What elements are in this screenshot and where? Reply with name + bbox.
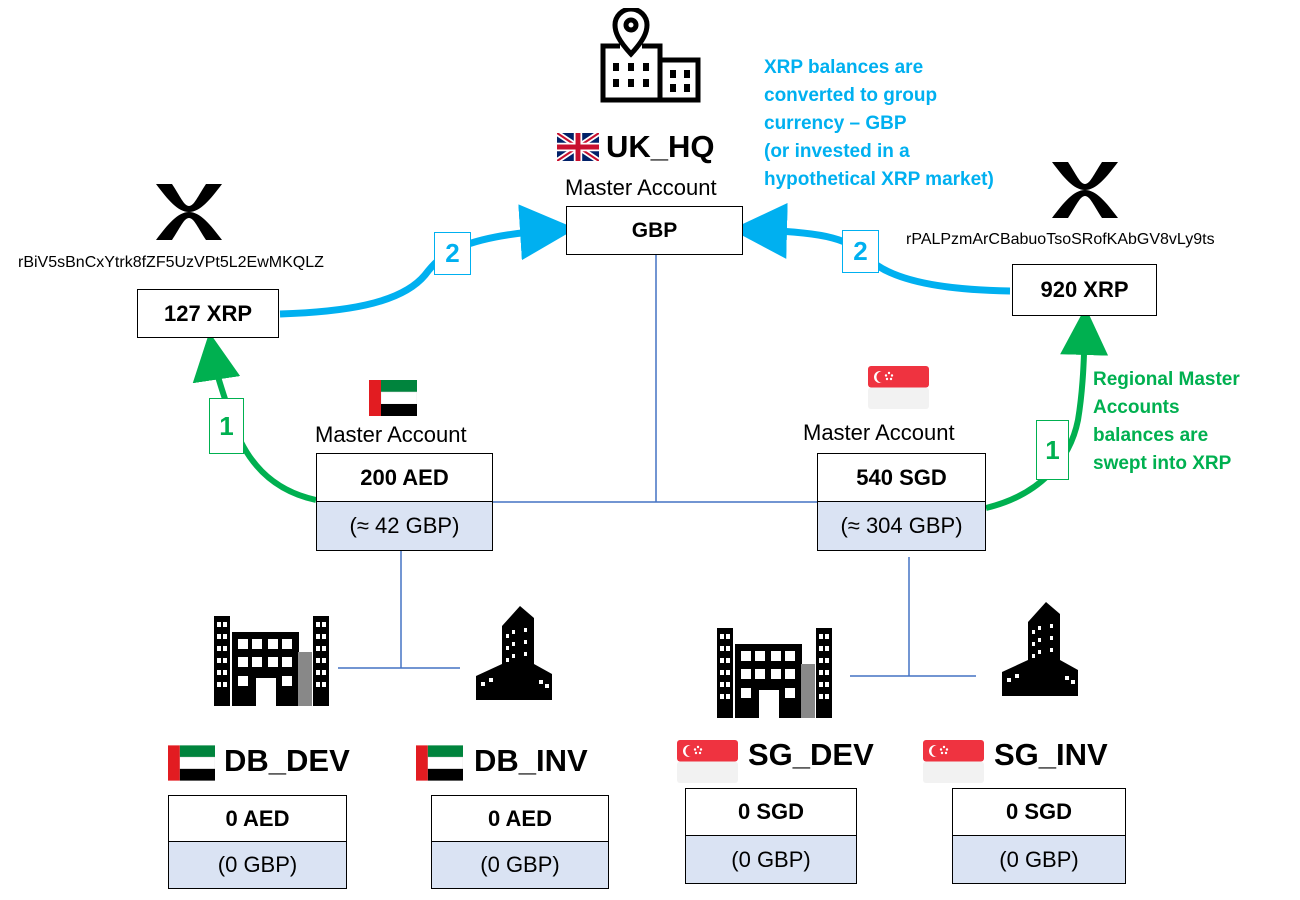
step-1-left-label: 1: [209, 398, 244, 454]
step-1-right-label: 1: [1036, 420, 1069, 480]
left-xrp-balance: 127 XRP: [137, 289, 279, 338]
uae-flag-icon: [369, 380, 417, 416]
uae-master-balance: 200 AED: [317, 454, 492, 502]
right-xrp-address: rPALPzmArCBabuoTsoSRofKAbGV8vLy9ts: [906, 231, 1215, 248]
uae-flag-icon: [416, 745, 463, 781]
sg-master-account-label: Master Account: [803, 420, 955, 445]
sweep-note: Regional Master Accounts balances are sw…: [1093, 369, 1240, 474]
hq-name: UK_HQ: [606, 129, 715, 164]
sg-master-gbp-value: (≈ 304 GBP): [818, 502, 985, 550]
hq-gbp-account: GBP: [566, 206, 743, 255]
db-inv-account: 0 AED (0 GBP): [431, 795, 609, 889]
skyscraper-icon: [1002, 602, 1078, 696]
office-building-icon: [214, 616, 329, 706]
singapore-flag-icon: [868, 366, 929, 409]
db-dev-account: 0 AED (0 GBP): [168, 795, 347, 889]
office-building-icon: [717, 628, 832, 718]
db-inv-balance: 0 AED: [432, 796, 608, 842]
sg-inv-name: SG_INV: [994, 737, 1108, 772]
uae-master-account-label: Master Account: [315, 422, 467, 447]
uae-master-gbp-value: (≈ 42 GBP): [317, 502, 492, 550]
uk-flag-icon: [557, 133, 599, 161]
uae-master-account: 200 AED (≈ 42 GBP): [316, 453, 493, 551]
singapore-flag-icon: [677, 740, 738, 783]
db-dev-name: DB_DEV: [224, 743, 350, 778]
xrp-logo-icon: [156, 184, 222, 240]
skyscraper-icon: [476, 606, 552, 700]
left-xrp-to-gbp-arrow: [279, 204, 576, 318]
sg-dev-account: 0 SGD (0 GBP): [685, 788, 857, 884]
sg-dev-gbp-value: (0 GBP): [686, 836, 856, 883]
sg-dev-balance: 0 SGD: [686, 789, 856, 836]
db-dev-balance: 0 AED: [169, 796, 346, 842]
sg-to-xrp-arrow: [985, 307, 1109, 511]
right-xrp-balance: 920 XRP: [1012, 264, 1157, 316]
hq-master-account-label: Master Account: [565, 175, 717, 200]
sg-inv-account: 0 SGD (0 GBP): [952, 788, 1126, 884]
sg-inv-gbp-value: (0 GBP): [953, 836, 1125, 883]
left-xrp-address: rBiV5sBnCxYtrk8fZF5UzVPt5L2EwMKQLZ: [18, 254, 324, 271]
sg-master-balance: 540 SGD: [818, 454, 985, 502]
sg-dev-name: SG_DEV: [748, 737, 874, 772]
db-inv-name: DB_INV: [474, 743, 588, 778]
step-2-right-label: 2: [842, 230, 879, 273]
sg-master-account: 540 SGD (≈ 304 GBP): [817, 453, 986, 551]
xrp-conversion-note: XRP balances are converted to group curr…: [764, 57, 994, 190]
xrp-logo-icon: [1052, 162, 1118, 218]
sg-inv-balance: 0 SGD: [953, 789, 1125, 836]
hq-building-location-icon: [600, 8, 701, 103]
uae-flag-icon: [168, 745, 215, 781]
step-2-left-label: 2: [434, 232, 471, 275]
db-inv-gbp-value: (0 GBP): [432, 842, 608, 888]
singapore-flag-icon: [923, 740, 984, 783]
db-dev-gbp-value: (0 GBP): [169, 842, 346, 888]
